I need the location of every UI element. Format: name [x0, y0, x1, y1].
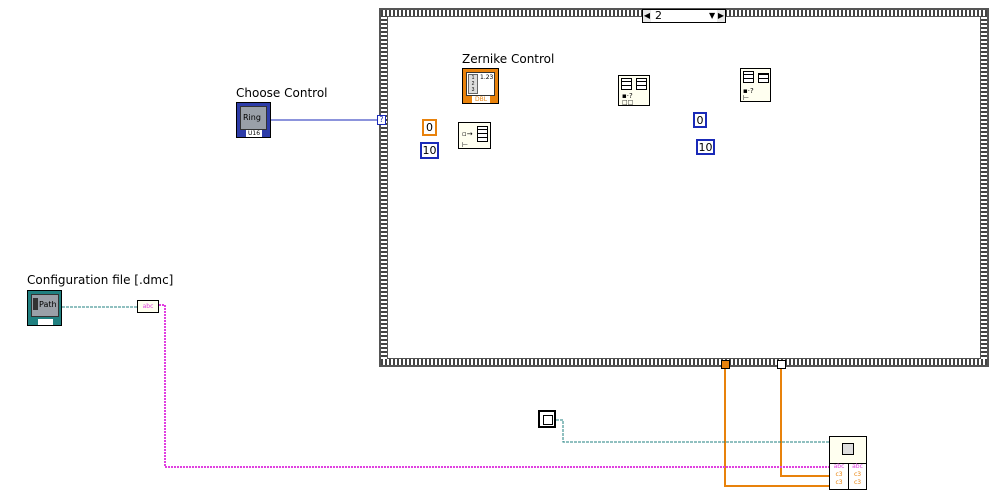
array-icon — [636, 78, 647, 90]
wire-ref-to-output[interactable] — [556, 419, 829, 443]
array-icon — [743, 71, 754, 83]
output-cluster-node[interactable]: abc c3 c3 abc c3 c3 — [829, 436, 867, 490]
dropdown-icon[interactable]: ▼ — [709, 11, 716, 20]
zernike-dbl: DBL — [472, 96, 490, 103]
cluster-c3-left-1: c3 — [835, 471, 843, 478]
case-selector[interactable]: ◀ 2 ▼ ▶ — [642, 9, 726, 23]
choose-control-ring[interactable]: Ring U16 — [236, 102, 271, 138]
cluster-c3-left-2: c3 — [835, 479, 843, 486]
wire-tunnel-down[interactable] — [724, 368, 829, 487]
selector-left-arrow[interactable]: ◀ — [643, 10, 651, 22]
blue-zero-constant[interactable]: 0 — [693, 112, 707, 128]
path-text: Path — [39, 300, 57, 309]
case-selector-value: 2 — [655, 9, 662, 22]
zernike-num: 1.23 — [480, 74, 494, 81]
array-icon — [621, 78, 632, 90]
ring-text: Ring — [243, 113, 261, 122]
cluster-c3-right-2: c3 — [853, 479, 862, 486]
output-tunnel-white[interactable] — [777, 360, 786, 369]
array-icon — [477, 126, 488, 142]
selector-right-arrow[interactable]: ▶ — [717, 10, 725, 22]
output-tunnel-orange[interactable] — [721, 360, 730, 369]
config-file-label: Configuration file [.dmc] — [27, 273, 174, 287]
orange-ten-constant[interactable]: 10 — [420, 142, 439, 159]
array-icon — [758, 73, 769, 83]
split-array-node[interactable]: ▪·? ⊢ — [740, 68, 771, 102]
cluster-c3-right-1: c3 — [853, 471, 862, 478]
blue-ten-constant[interactable]: 10 — [696, 139, 715, 155]
wire-tunnel2-down[interactable] — [780, 368, 829, 477]
document-icon — [543, 415, 553, 425]
path-sub-icon — [38, 319, 53, 325]
choose-control-label: Choose Control — [236, 86, 328, 100]
cluster-abc-right: abc — [852, 463, 863, 470]
config-path-control[interactable]: Path — [27, 290, 62, 326]
cluster-abc-left: abc — [833, 463, 845, 470]
orange-zero-constant[interactable]: 0 — [422, 119, 437, 136]
wire-converter-to-output[interactable] — [159, 304, 829, 468]
zernike-control-label: Zernike Control — [462, 52, 555, 66]
array-subset-node[interactable]: ▪·? □□ — [618, 75, 650, 106]
ring-sub: U16 — [246, 130, 262, 137]
reference-constant[interactable] — [538, 410, 556, 428]
initialize-array-node[interactable]: ▫→ ⊢ — [458, 122, 491, 149]
case-selector-terminal[interactable]: ? — [377, 115, 386, 125]
path-to-string-converter[interactable]: abc — [137, 300, 159, 313]
converter-abc: abc — [142, 303, 154, 310]
cluster-icon — [842, 443, 854, 455]
